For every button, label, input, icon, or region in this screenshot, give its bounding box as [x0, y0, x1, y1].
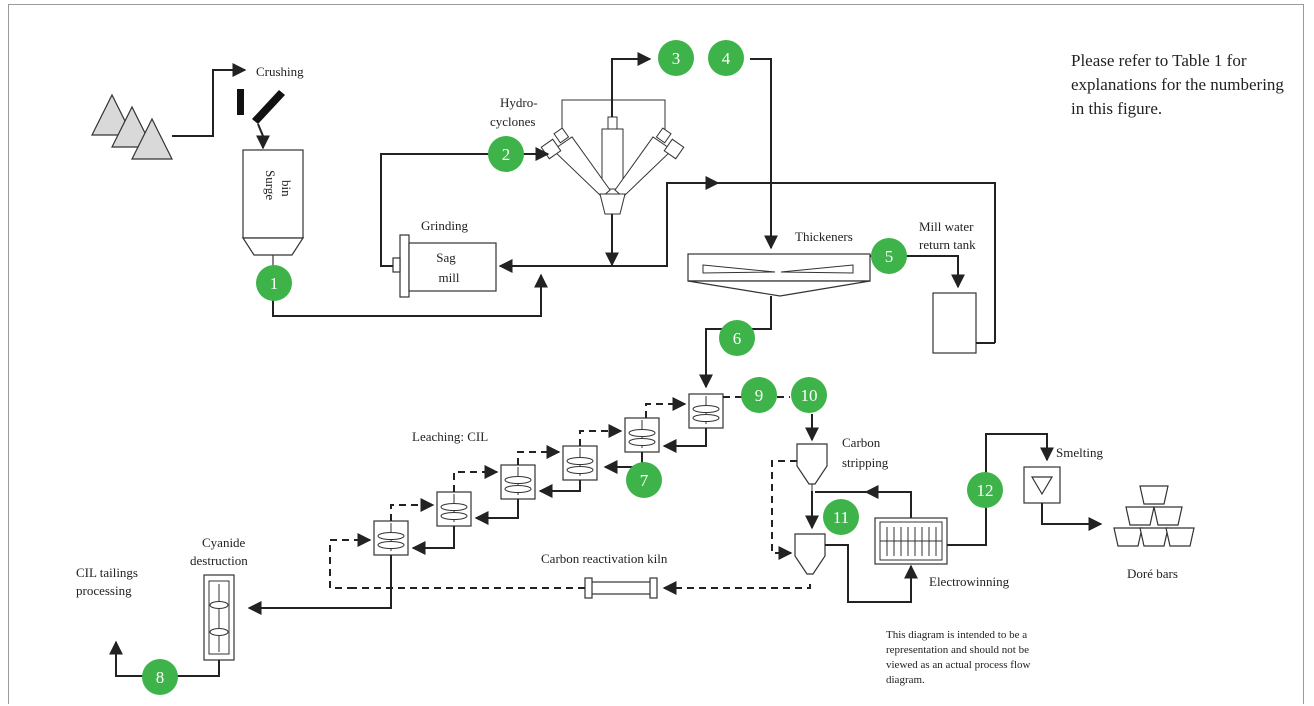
svg-text:12: 12	[977, 481, 994, 500]
svg-text:7: 7	[640, 471, 649, 490]
cil-tailings-label-2: processing	[76, 583, 132, 598]
svg-text:1: 1	[270, 274, 279, 293]
node-8[interactable]: 8	[142, 659, 178, 695]
svg-text:explanations for the numbering: explanations for the numbering	[1071, 75, 1284, 94]
svg-text:6: 6	[733, 329, 742, 348]
sag-mill: Sag mill	[392, 234, 497, 298]
svg-text:4: 4	[722, 49, 731, 68]
electrowinning-label: Electrowinning	[929, 574, 1010, 589]
node-5[interactable]: 5	[871, 238, 907, 274]
mill-water-label-2: return tank	[919, 237, 976, 252]
svg-text:in this figure.: in this figure.	[1071, 99, 1162, 118]
svg-text:viewed as an actual process fl: viewed as an actual process flow	[886, 659, 1031, 671]
carbon-reactivation-label: Carbon reactivation kiln	[541, 551, 668, 566]
svg-text:8: 8	[156, 668, 165, 687]
svg-text:5: 5	[885, 247, 894, 266]
ore-piles-icon	[91, 93, 173, 160]
surge-bin: Surge bin	[241, 149, 305, 266]
svg-text:diagram.: diagram.	[886, 674, 925, 686]
surge-bin-label-2: bin	[279, 180, 294, 197]
dore-bars-icon	[1113, 485, 1195, 547]
sag-label-1: Sag	[436, 250, 456, 265]
grinding-label: Grinding	[421, 218, 468, 233]
mill-water-label-1: Mill water	[919, 219, 974, 234]
smelting-label: Smelting	[1056, 445, 1103, 460]
hydrocyclones-label-1: Hydro-	[500, 95, 538, 110]
node-4[interactable]: 4	[708, 40, 744, 76]
svg-text:Please refer to Table 1 for: Please refer to Table 1 for	[1071, 51, 1247, 70]
carbon-stripping-label-1: Carbon	[842, 435, 881, 450]
node-3[interactable]: 3	[658, 40, 694, 76]
electrowinning-cell	[874, 517, 948, 565]
thickener	[687, 253, 871, 297]
smelting-furnace	[1023, 466, 1061, 504]
elution-vessel	[794, 533, 826, 575]
node-12[interactable]: 12	[967, 472, 1003, 508]
hydrocyclones-label-2: cyclones	[490, 114, 535, 129]
mill-water-tank	[932, 292, 977, 354]
hydrocyclones	[540, 99, 685, 215]
node-1[interactable]: 1	[256, 265, 292, 301]
cyanide-label-2: destruction	[190, 553, 248, 568]
crusher-icon	[237, 89, 285, 124]
crushing-label: Crushing	[256, 64, 304, 79]
carbon-reactivation-kiln	[584, 577, 658, 599]
cil-tailings-label-1: CIL tailings	[76, 565, 138, 580]
svg-text:11: 11	[833, 508, 849, 527]
node-6[interactable]: 6	[719, 320, 755, 356]
surge-bin-label-1: Surge	[263, 170, 278, 200]
leaching-label: Leaching: CIL	[412, 429, 488, 444]
svg-text:representation and should not: representation and should not be	[886, 644, 1029, 656]
note-top: Please refer to Table 1 for explanations…	[1071, 51, 1284, 118]
svg-text:2: 2	[502, 145, 511, 164]
sag-label-2: mill	[439, 270, 460, 285]
node-7[interactable]: 7	[626, 462, 662, 498]
svg-text:This diagram is intended to be: This diagram is intended to be a	[886, 629, 1027, 641]
cyanide-destruction-tank	[203, 574, 235, 661]
cyanide-label-1: Cyanide	[202, 535, 246, 550]
figure-frame	[8, 4, 1304, 704]
note-bottom: This diagram is intended to be a represe…	[886, 629, 1031, 686]
node-11[interactable]: 11	[823, 499, 859, 535]
carbon-stripping-label-2: stripping	[842, 455, 889, 470]
cil-tanks	[373, 393, 724, 556]
svg-text:9: 9	[755, 386, 764, 405]
svg-text:3: 3	[672, 49, 681, 68]
carbon-stripping-vessel	[796, 443, 828, 491]
dore-bars-label: Doré bars	[1127, 566, 1178, 581]
svg-text:10: 10	[801, 386, 818, 405]
thickeners-label: Thickeners	[795, 229, 853, 244]
node-9[interactable]: 9	[741, 377, 777, 413]
node-2[interactable]: 2	[488, 136, 524, 172]
node-10[interactable]: 10	[791, 377, 827, 413]
